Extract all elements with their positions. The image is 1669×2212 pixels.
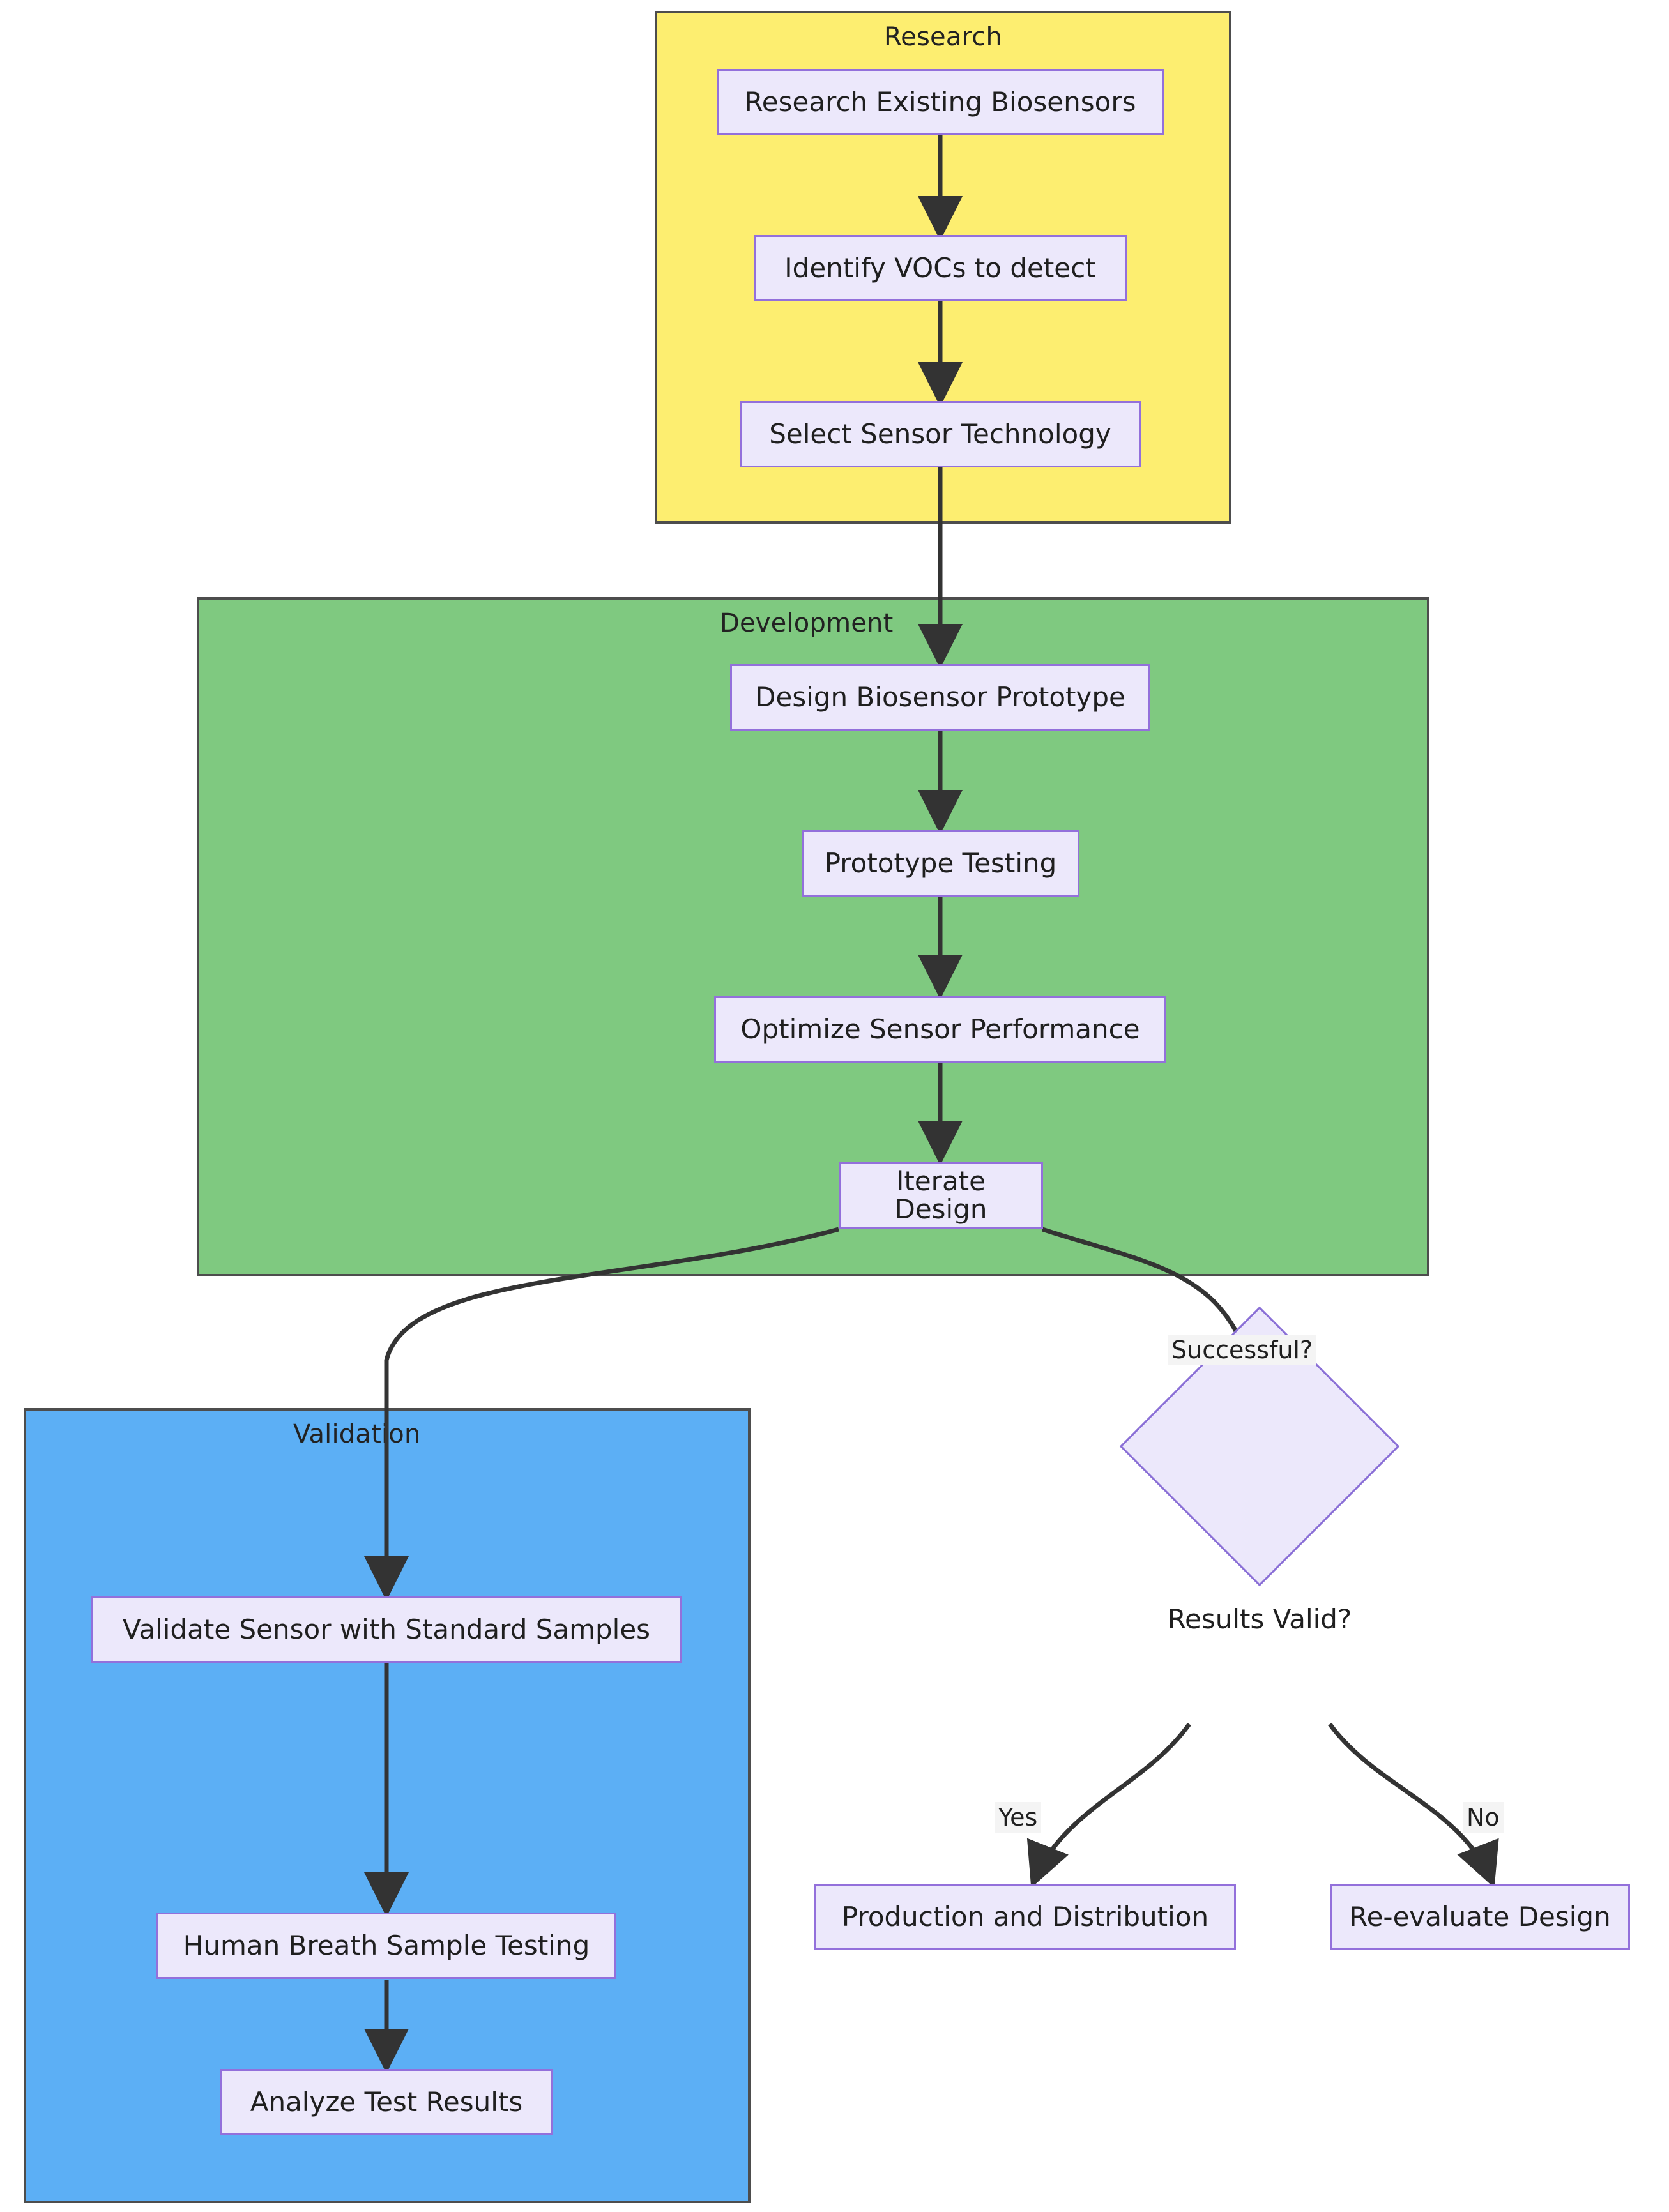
node-re-evaluate-design[interactable]: Re-evaluate Design [1330, 1884, 1630, 1950]
node-analyze-test-results[interactable]: Analyze Test Results [220, 2069, 553, 2135]
cluster-validation-title: Validation [293, 1420, 421, 1449]
node-research-existing-biosensors[interactable]: Research Existing Biosensors [717, 69, 1164, 135]
node-select-sensor-technology[interactable]: Select Sensor Technology [740, 401, 1141, 467]
node-label: Re-evaluate Design [1349, 1900, 1611, 1932]
node-design-biosensor-prototype[interactable]: Design Biosensor Prototype [730, 664, 1150, 731]
edge-label-successful: Successful? [1168, 1335, 1317, 1365]
node-optimize-sensor-performance[interactable]: Optimize Sensor Performance [714, 996, 1166, 1063]
node-label: Research Existing Biosensors [744, 86, 1136, 117]
edge-n11-n12 [1026, 1722, 1191, 1888]
node-validate-sensor-standard-samples[interactable]: Validate Sensor with Standard Samples [91, 1596, 682, 1663]
node-label: Identify VOCs to detect [784, 252, 1096, 284]
node-label: Prototype Testing [824, 847, 1057, 879]
node-prototype-testing[interactable]: Prototype Testing [802, 830, 1079, 897]
edge-label-yes: Yes [995, 1802, 1042, 1833]
node-label: Production and Distribution [841, 1900, 1209, 1932]
node-label: Iterate Design [894, 1165, 987, 1225]
node-label: Results Valid? [1167, 1603, 1352, 1635]
node-results-valid-label: Results Valid? [1113, 1600, 1406, 1638]
node-human-breath-sample-testing[interactable]: Human Breath Sample Testing [156, 1913, 616, 1979]
node-identify-vocs[interactable]: Identify VOCs to detect [754, 235, 1127, 301]
cluster-research-title: Research [883, 22, 1003, 52]
edge-label-no: No [1463, 1802, 1504, 1833]
cluster-development-title: Development [720, 609, 894, 638]
node-label: Design Biosensor Prototype [755, 681, 1125, 713]
node-label: Optimize Sensor Performance [740, 1013, 1140, 1045]
node-production-and-distribution[interactable]: Production and Distribution [814, 1884, 1236, 1950]
node-label: Select Sensor Technology [769, 418, 1111, 450]
node-iterate-design[interactable]: Iterate Design [839, 1162, 1043, 1229]
node-label: Human Breath Sample Testing [183, 1929, 590, 1961]
node-label: Analyze Test Results [250, 2086, 523, 2117]
node-label: Validate Sensor with Standard Samples [122, 1613, 651, 1645]
